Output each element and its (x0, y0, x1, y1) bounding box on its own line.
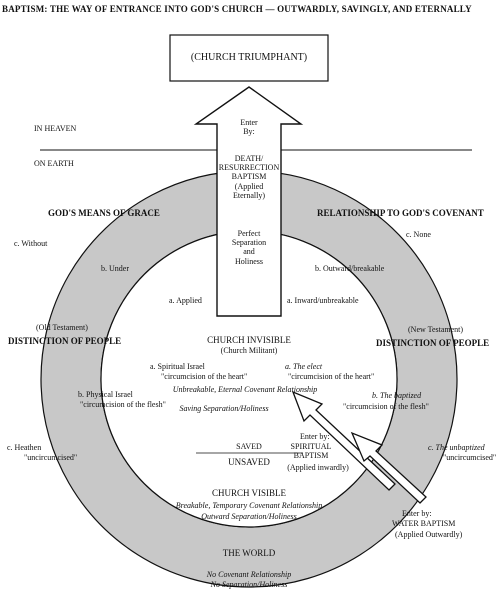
perfect-separation-text: Perfect Separation and Holiness (231, 229, 267, 266)
right-c-unbaptized: c. The unbaptized (428, 443, 485, 452)
left-distinction-heading: DISTINCTION OF PEOPLE (8, 336, 122, 346)
covenant-relationship-heading: RELATIONSHIP TO GOD'S COVENANT (317, 208, 484, 218)
right-b-flesh: "circumcision of the flesh" (343, 402, 429, 411)
water-baptism-arrow (350, 431, 427, 504)
outward-separation-label: Outward Separation/Holiness (201, 512, 297, 521)
church-visible-label: CHURCH VISIBLE (211, 488, 287, 498)
old-testament-label: (Old Testament) (36, 323, 88, 332)
death-arrow (193, 86, 304, 317)
unsaved-label: UNSAVED (228, 457, 270, 467)
right-distinction-heading: DISTINCTION OF PEOPLE (376, 338, 490, 348)
water-enter-by: Enter by: (402, 509, 432, 518)
the-world-label: THE WORLD (222, 548, 276, 558)
spiritual-enter-by: Enter by: (300, 432, 330, 441)
right-b-outward: b. Outward/breakable (315, 264, 385, 273)
elect-label: a. The elect (285, 362, 323, 371)
right-b-baptized: b. The baptized (372, 391, 421, 400)
arrow-enter-by: Enter By: (240, 118, 258, 137)
means-of-grace-heading: GOD'S MEANS OF GRACE (48, 208, 160, 218)
spiritual-baptism-label: SPIRITUAL BAPTISM (290, 442, 332, 460)
water-baptism-label: WATER BAPTISM (392, 519, 456, 528)
new-testament-label: (New Testament) (408, 325, 464, 334)
page-title: BAPTISM: THE WAY OF ENTRANCE INTO GOD'S … (2, 4, 472, 14)
applied-inwardly-label: (Applied inwardly) (287, 463, 349, 472)
church-triumphant-box (169, 34, 329, 82)
no-covenant-label: No Covenant Relationship (206, 570, 292, 579)
right-b-baptized-text: b. The baptized (372, 391, 422, 400)
right-a-inward: a. Inward/unbreakable (287, 296, 359, 305)
saving-separation-label: Saving Separation/Holiness (179, 404, 269, 413)
spiritual-baptism-arrow (291, 390, 396, 491)
left-b-under: b. Under (101, 264, 129, 273)
breakable-covenant-label: Breakable, Temporary Covenant Relationsh… (175, 501, 323, 510)
left-c-heathen: c. Heathen (7, 443, 42, 452)
on-earth-label: ON EARTH (34, 159, 74, 168)
right-c-none: c. None (406, 230, 431, 239)
left-a-applied: a. Applied (169, 296, 202, 305)
church-triumphant-label: (CHURCH TRIUMPHANT) (190, 52, 308, 63)
saved-label: SAVED (236, 442, 262, 451)
no-separation-label: No Separation/Holiness (210, 580, 288, 589)
in-heaven-label: IN HEAVEN (34, 124, 77, 133)
water-applied-label: (Applied Outwardly) (395, 530, 463, 539)
left-c-uncircumcised: "uncircumcised" (24, 453, 78, 462)
left-b-flesh: "circumcision of the flesh" (80, 400, 166, 409)
heart-right-label: "circumcision of the heart" (288, 372, 375, 381)
church-militant-label: (Church Militant) (220, 346, 278, 355)
left-c-without: c. Without (14, 239, 48, 248)
unbreakable-covenant-label: Unbreakable, Eternal Covenant Relationsh… (172, 385, 318, 394)
right-c-uncircumcised: "uncircumcised" (443, 453, 497, 462)
heart-left-label: "circumcision of the heart" (161, 372, 248, 381)
church-invisible-label: CHURCH INVISIBLE (207, 335, 291, 345)
left-b-physical-israel: b. Physical Israel (78, 390, 133, 399)
spiritual-israel-label: a. Spiritual Israel (150, 362, 205, 371)
death-resurrection-baptism: DEATH/ RESURRECTION BAPTISM (Applied Ete… (218, 154, 280, 200)
